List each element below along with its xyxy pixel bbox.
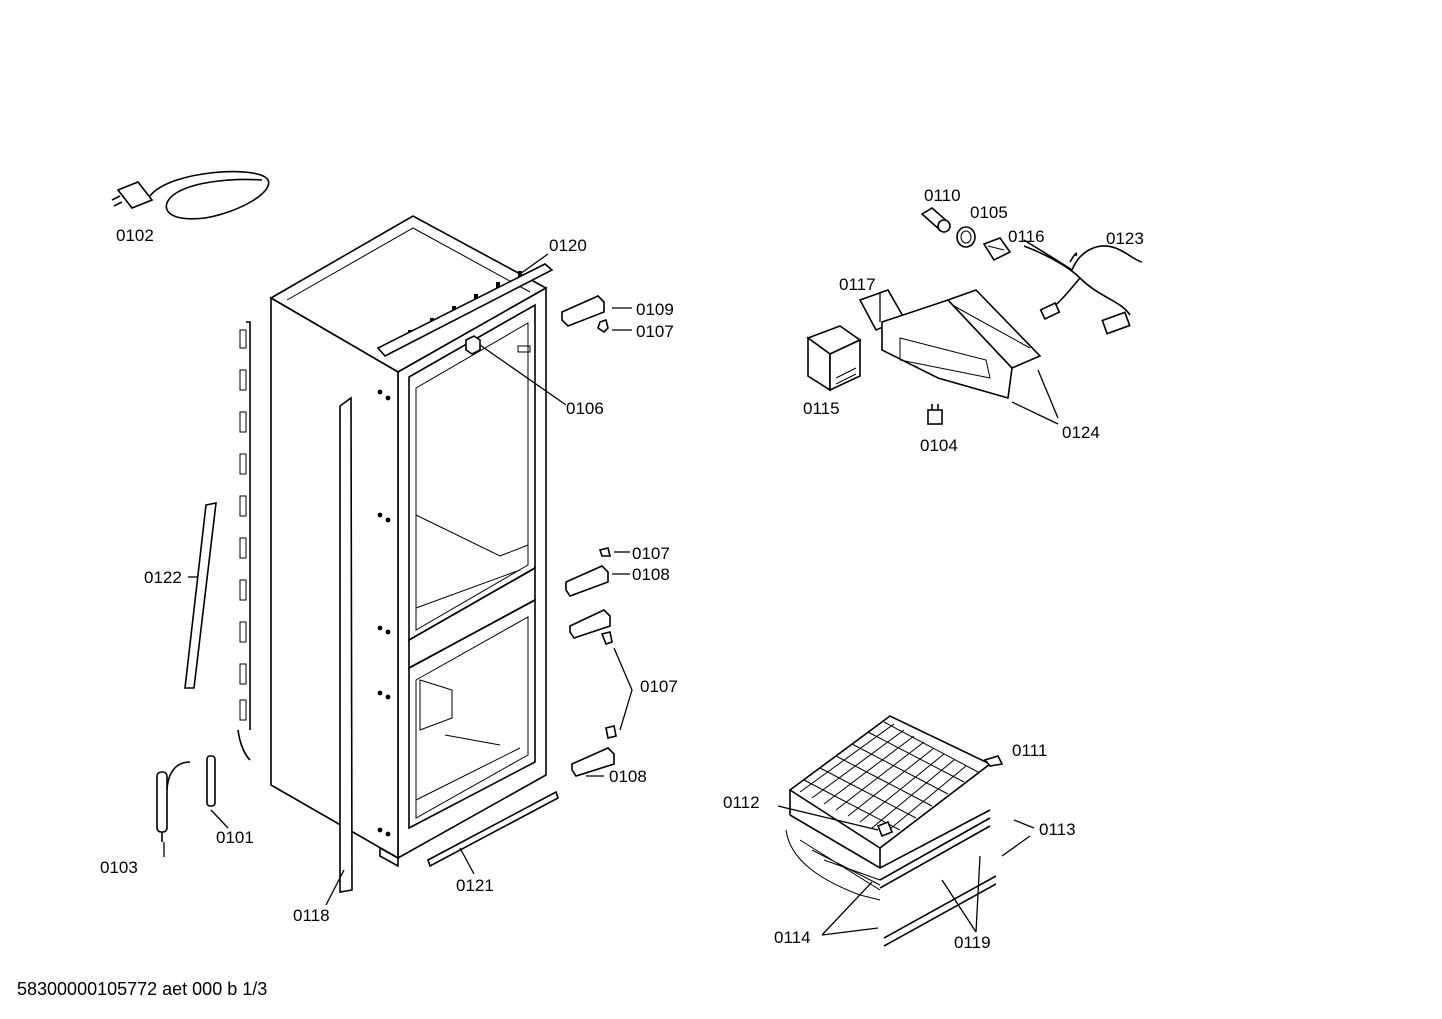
label-0118: 0118	[293, 906, 330, 925]
leader-lines	[163, 253, 1059, 936]
label-0123: 0123	[1106, 229, 1144, 248]
bottom-strip-part	[427, 790, 559, 868]
label-0105: 0105	[970, 203, 1008, 222]
label-0107-top: 0107	[636, 322, 674, 341]
condenser-grid-part	[785, 715, 1004, 947]
sensor-0103-part	[156, 761, 191, 842]
control-housing-part	[858, 289, 1042, 400]
label-0119: 0119	[954, 933, 991, 952]
label-0108-mid: 0108	[632, 565, 670, 584]
switch-part	[927, 404, 943, 425]
rear-seal-part	[237, 321, 251, 761]
label-0104: 0104	[920, 436, 958, 455]
label-0120: 0120	[549, 236, 587, 255]
lamp-bulb-part	[920, 207, 951, 233]
wiring-harness-part	[1023, 239, 1143, 335]
label-0108-low: 0108	[609, 767, 647, 786]
cover-box-part	[806, 325, 862, 392]
gasket-strip-part	[184, 501, 217, 689]
label-0106: 0106	[566, 399, 604, 418]
label-0114: 0114	[774, 928, 811, 947]
lamp-ring-part	[956, 226, 976, 248]
label-0116: 0116	[1008, 227, 1045, 246]
label-0102: 0102	[116, 226, 154, 245]
lamp-socket-part	[982, 237, 1012, 262]
label-0115: 0115	[803, 399, 840, 418]
hinge-top-part	[561, 295, 609, 334]
label-0121: 0121	[456, 876, 494, 895]
top-strip-part	[376, 263, 554, 357]
label-0107-low: 0107	[640, 677, 678, 696]
label-0124: 0124	[1062, 423, 1100, 442]
cabinet-body	[269, 215, 548, 868]
label-0107-mid: 0107	[632, 544, 670, 563]
label-0113: 0113	[1039, 820, 1076, 839]
label-0122: 0122	[144, 568, 182, 587]
label-0101: 0101	[216, 828, 254, 847]
hinge-mid-part	[565, 547, 612, 597]
label-0109: 0109	[636, 300, 674, 319]
label-0110: 0110	[924, 186, 961, 205]
hinge-lower-part	[569, 609, 617, 777]
sensor-0101-part	[206, 755, 216, 807]
label-0117: 0117	[839, 275, 876, 294]
label-0111: 0111	[1012, 741, 1047, 760]
vertical-strip-part	[339, 396, 353, 893]
label-0112: 0112	[723, 793, 760, 812]
power-cord-part	[111, 170, 270, 220]
document-code: 58300000105772 aet 000 b 1/3	[17, 979, 268, 999]
label-0103: 0103	[100, 858, 138, 877]
